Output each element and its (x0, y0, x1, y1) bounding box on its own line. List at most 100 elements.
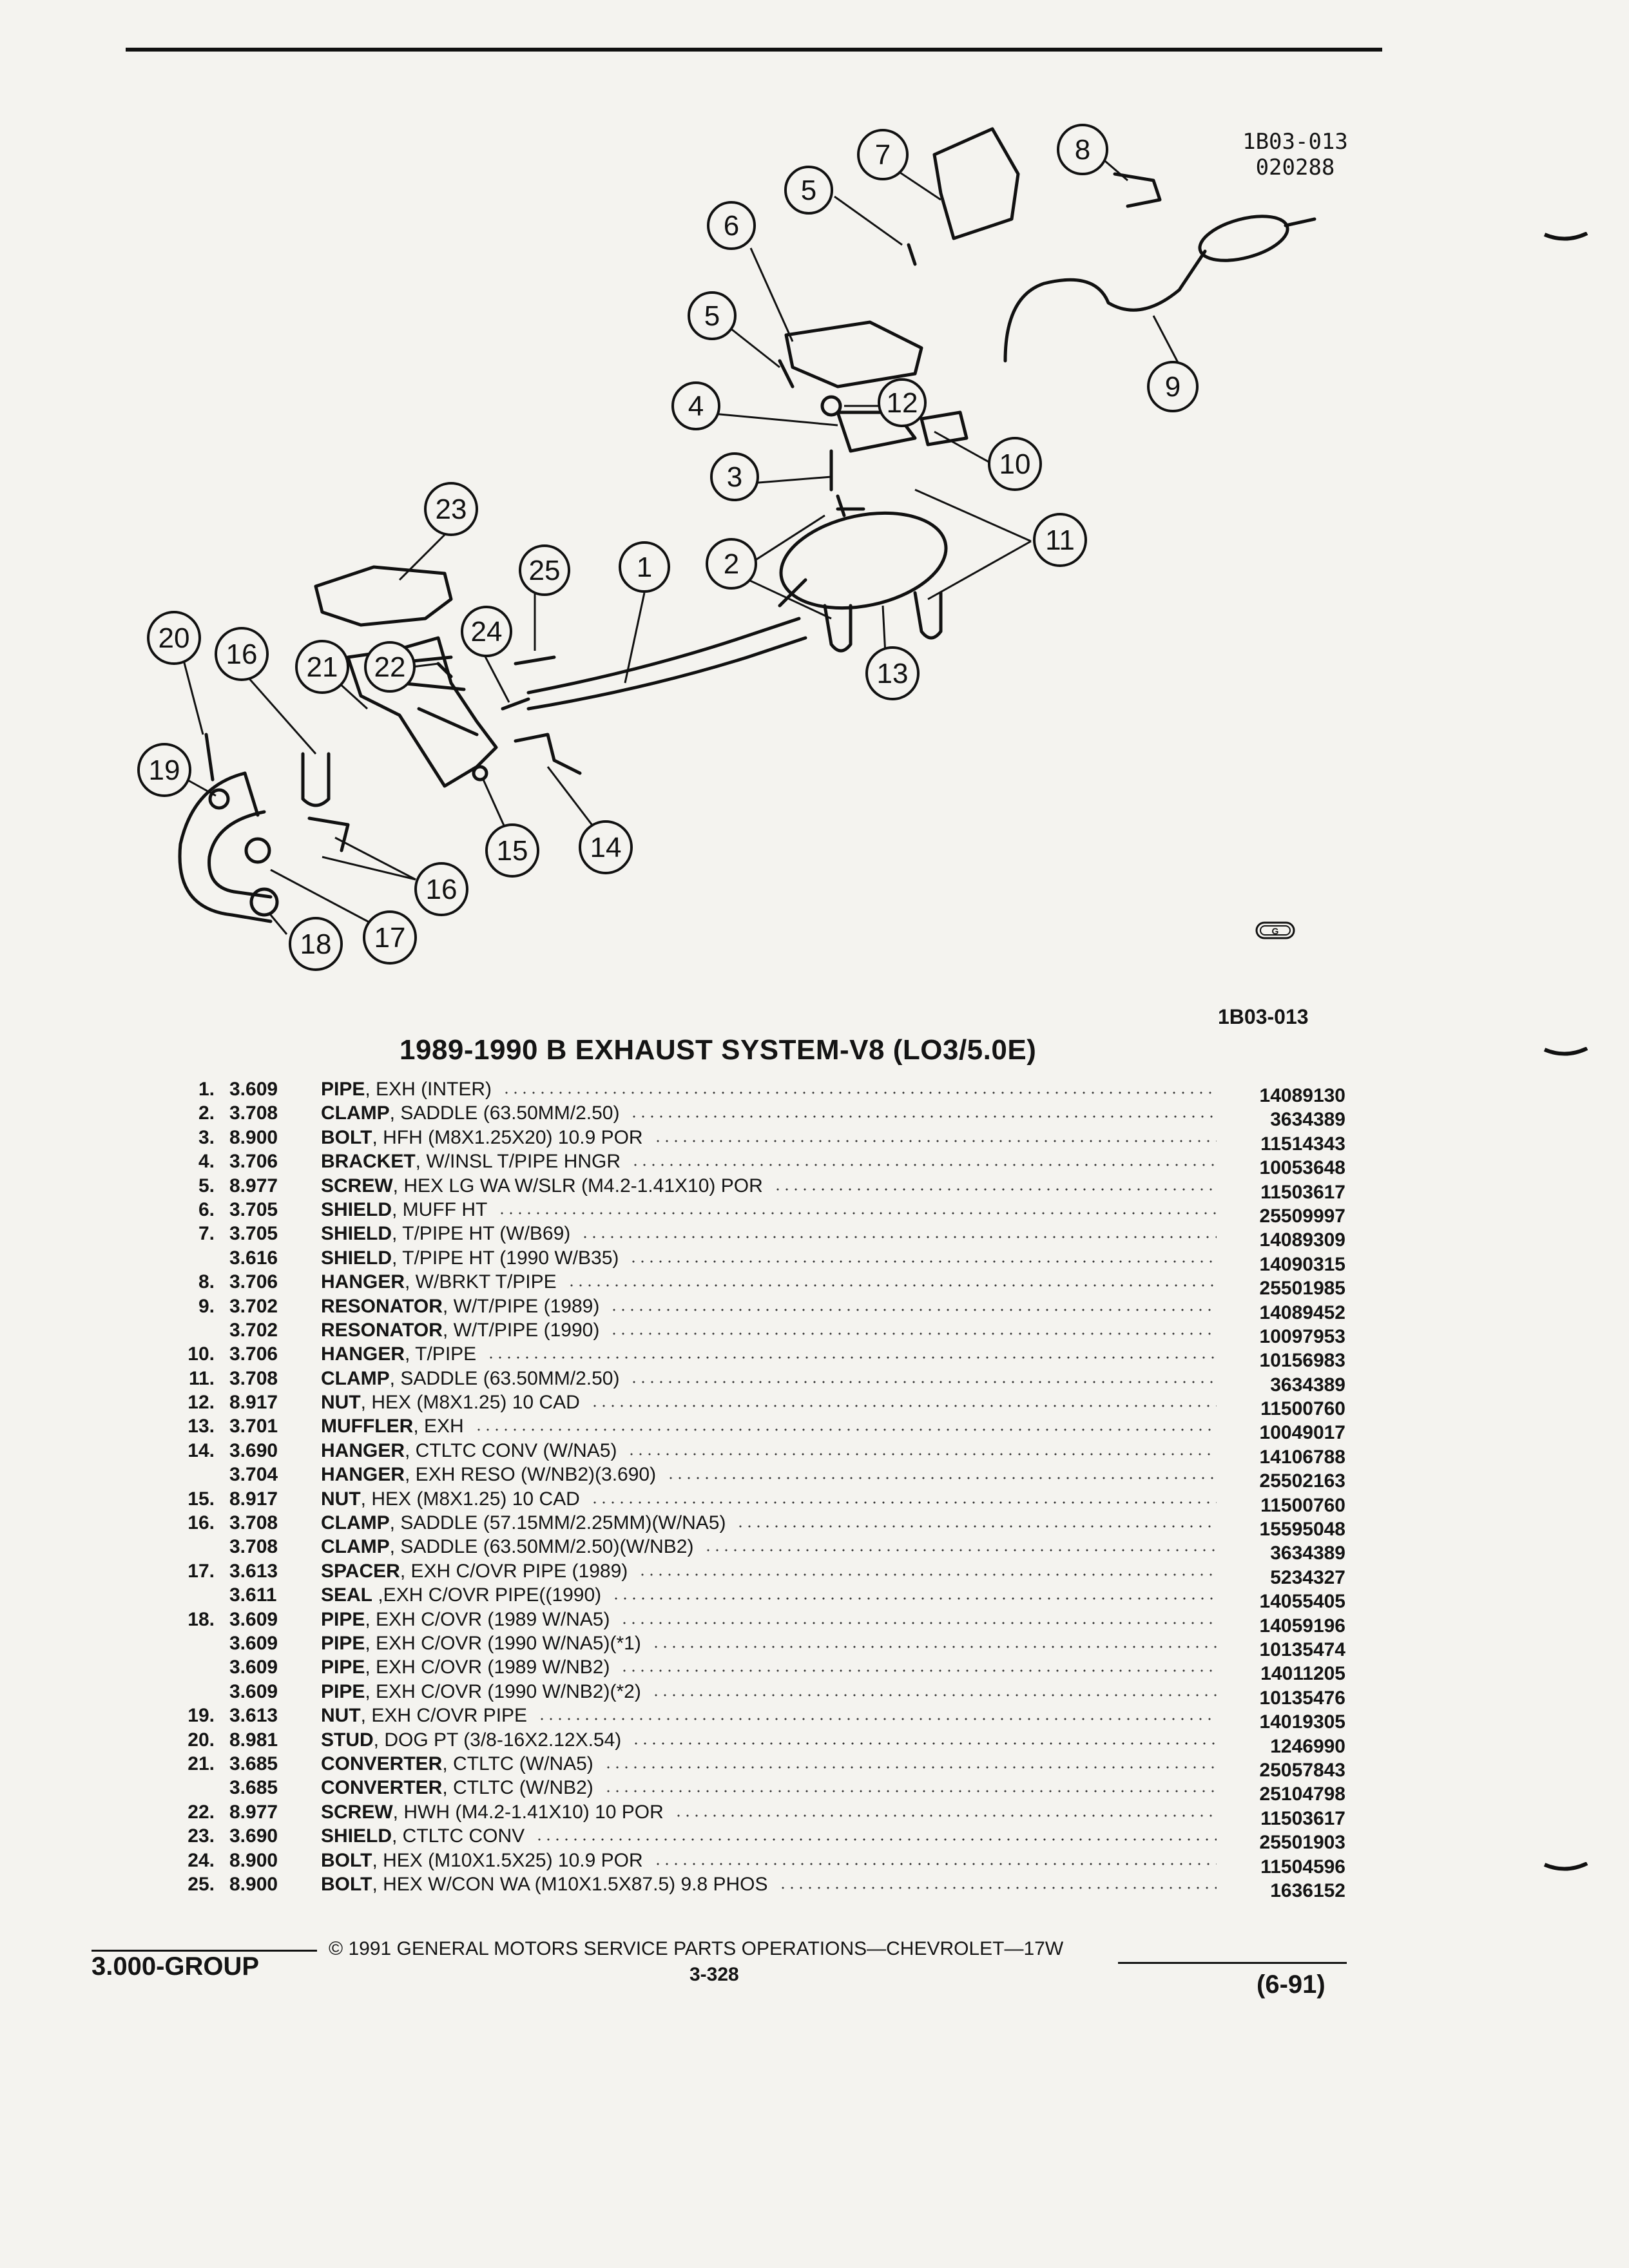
group-number: 8.900 (229, 1873, 278, 1895)
part-number: 1636152 (1270, 1879, 1345, 1901)
group-number: 3.613 (229, 1705, 278, 1727)
svg-text:7: 7 (875, 139, 891, 171)
callout-2: 2 (706, 538, 757, 590)
gm-logo-icon: G (1255, 921, 1295, 939)
group-number: 3.704 (229, 1464, 278, 1486)
part-number: 14089452 (1259, 1302, 1345, 1323)
part-name: CLAMP (321, 1102, 390, 1124)
crossover-pipe-end (243, 771, 260, 817)
leader-dots (653, 1862, 1217, 1865)
part-description: CLAMP, SADDLE (63.50MM/2.50) (321, 1101, 619, 1125)
callout-7: 7 (857, 129, 909, 180)
part-number: 10135476 (1259, 1687, 1345, 1709)
item-number: 11. (188, 1367, 215, 1389)
part-description: SHIELD, T/PIPE HT (1990 W/B35) (321, 1246, 619, 1270)
section-title: 1989-1990 B EXHAUST SYSTEM-V8 (LO3/5.0E) (400, 1034, 1037, 1066)
group-number: 3.685 (229, 1777, 278, 1799)
callout-9: 9 (1147, 361, 1199, 412)
group-number: 8.977 (229, 1801, 278, 1823)
part-spec: , SADDLE (63.50MM/2.50)(W/NB2) (389, 1536, 694, 1558)
group-number: 8.981 (229, 1729, 278, 1751)
leader-dots (653, 1139, 1217, 1142)
converter-body (346, 636, 498, 788)
page-number: 3-328 (689, 1964, 739, 1985)
part-description: SCREW, HEX LG WA W/SLR (M4.2-1.41X10) PO… (321, 1174, 763, 1198)
part-spec: , HFH (M8X1.25X20) 10.9 POR (372, 1126, 643, 1148)
svg-text:15: 15 (497, 835, 528, 867)
leader-dots (535, 1838, 1217, 1841)
part-number: 14089309 (1259, 1229, 1345, 1251)
group-number: 3.708 (229, 1102, 278, 1124)
part-number: 10135474 (1259, 1639, 1345, 1660)
callout-24: 24 (461, 606, 512, 657)
part-spec: , EXH RESO (W/NB2)(3.690) (405, 1464, 657, 1486)
ref-code-line-2: 020288 (1255, 155, 1335, 180)
part-name: SCREW (321, 1175, 393, 1196)
part-name: BOLT (321, 1849, 372, 1871)
svg-text:12: 12 (887, 387, 918, 419)
part-number: 11503617 (1260, 1181, 1345, 1203)
leader-dots (581, 1236, 1217, 1239)
leader-dots (651, 1645, 1217, 1648)
part-description: CONVERTER, CTLTC (W/NA5) (321, 1752, 593, 1776)
part-description: HANGER, W/BRKT T/PIPE (321, 1270, 557, 1294)
svg-text:9: 9 (1165, 371, 1181, 403)
item-number: 10. (188, 1343, 215, 1365)
part-name: RESONATOR (321, 1295, 443, 1317)
part-spec: , W/INSL T/PIPE HNGR (415, 1151, 621, 1173)
part-spec: , T/PIPE (405, 1343, 477, 1365)
item-number: 6. (198, 1198, 215, 1220)
leader-dots (590, 1501, 1217, 1504)
group-number: 3.616 (229, 1247, 278, 1269)
part-name: SHIELD (321, 1247, 392, 1269)
part-name: SHIELD (321, 1198, 392, 1220)
callout-22: 22 (364, 641, 416, 693)
part-name: CLAMP (321, 1512, 390, 1534)
callout-13: 13 (865, 646, 920, 700)
part-number: 25502163 (1259, 1470, 1345, 1492)
part-name: PIPE (321, 1657, 365, 1678)
group-number: 3.609 (229, 1079, 278, 1100)
group-number: 3.708 (229, 1512, 278, 1534)
leader-dots (604, 1790, 1217, 1793)
part-spec: , MUFF HT (392, 1198, 488, 1220)
part-name: RESONATOR (321, 1319, 443, 1341)
part-description: NUT, EXH C/OVR PIPE (321, 1704, 527, 1727)
svg-text:6: 6 (724, 210, 739, 242)
part-name: HANGER (321, 1343, 405, 1365)
diagram-reference-code: 1B03-013 020288 (1211, 129, 1379, 180)
item-number: 2. (198, 1102, 215, 1124)
part-number: 10053648 (1259, 1157, 1345, 1179)
flange-18 (249, 887, 279, 917)
svg-text:16: 16 (226, 639, 258, 670)
leader-dots (630, 1380, 1217, 1383)
item-number: 17. (188, 1560, 215, 1582)
part-name: SHIELD (321, 1223, 392, 1245)
callout-4: 4 (671, 381, 720, 430)
muffler-shield (784, 320, 923, 389)
leader-dots (567, 1284, 1217, 1287)
leader-dots (612, 1597, 1217, 1600)
part-description: PIPE, EXH (INTER) (321, 1077, 492, 1101)
footer-rule-right (1118, 1962, 1347, 1964)
leader-dots (487, 1356, 1217, 1360)
part-name: HANGER (321, 1271, 405, 1293)
group-number: 8.977 (229, 1175, 278, 1196)
part-description: PIPE, EXH C/OVR (1989 W/NB2) (321, 1655, 610, 1679)
leader-dots (651, 1693, 1217, 1696)
part-description: PIPE, EXH C/OVR (1990 W/NA5)(*1) (321, 1631, 641, 1655)
leader-dots (620, 1669, 1217, 1673)
item-number: 7. (198, 1223, 215, 1245)
group-number: 3.701 (229, 1416, 278, 1437)
